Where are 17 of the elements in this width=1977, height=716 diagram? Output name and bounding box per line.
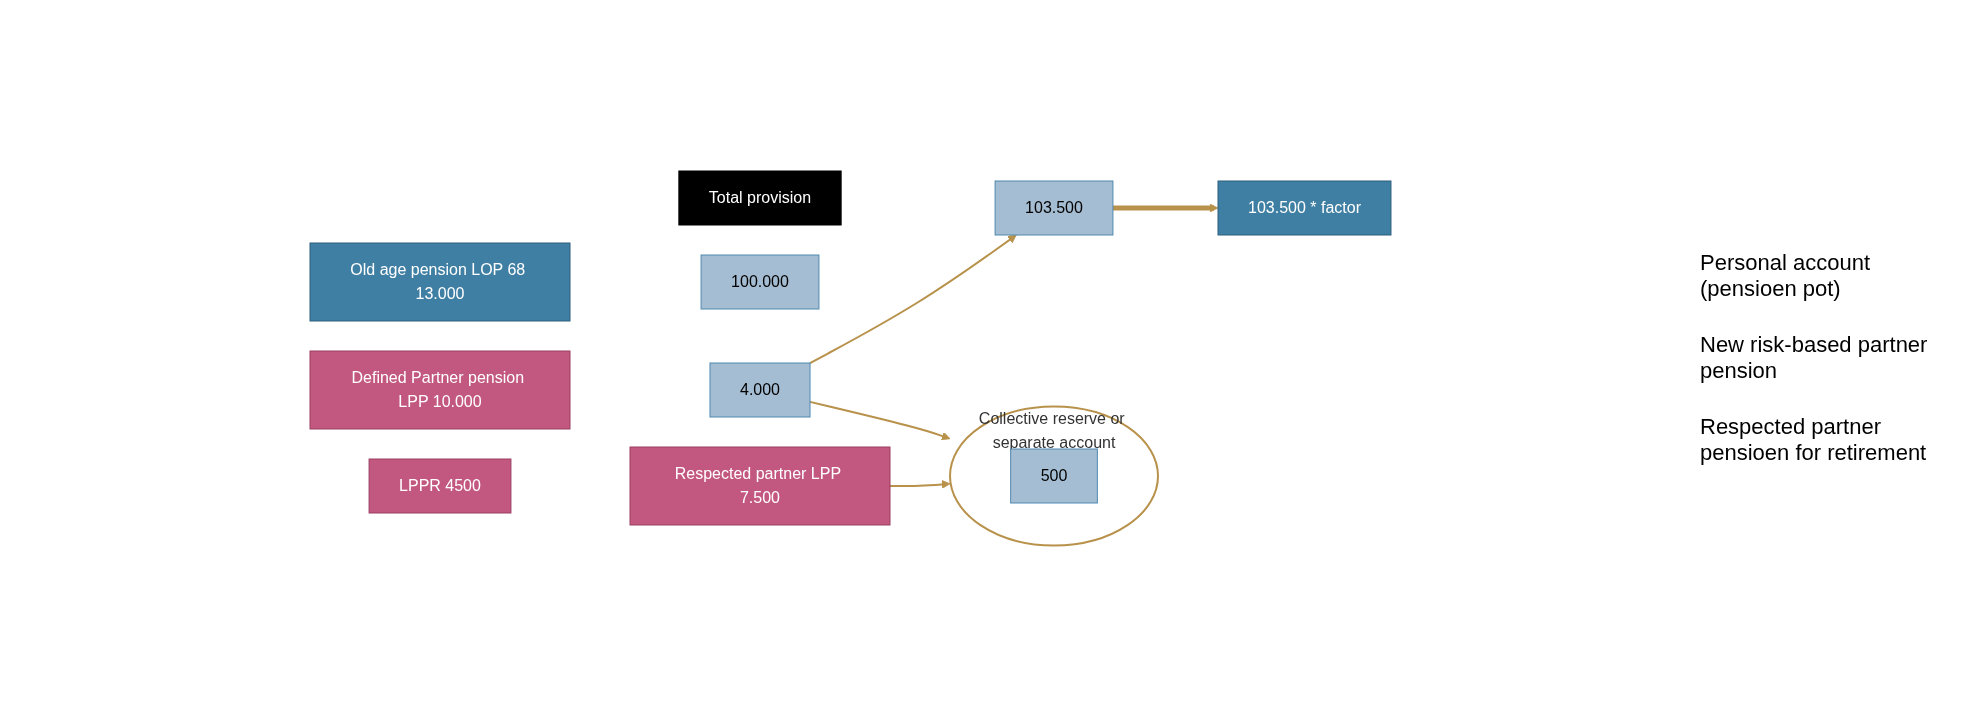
node-box: LPPR 4500: [368, 458, 511, 514]
note-text: Personal account (pensioen pot): [1700, 250, 1871, 302]
arrow: [808, 234, 1017, 364]
arrow: [1112, 203, 1218, 213]
node-box: 4.000: [709, 362, 811, 418]
node-box: Respected partner LPP 7.500: [629, 446, 890, 526]
node-box: 103.500 * factor: [1217, 180, 1391, 236]
node-box: Old age pension LOP 68 13.000: [309, 242, 570, 322]
node-box: 100.000: [700, 254, 819, 310]
arrow: [808, 400, 950, 440]
node-box: 500: [1009, 448, 1098, 504]
node-box: Defined Partner pension LPP 10.000: [309, 350, 570, 430]
note-text: New risk-based partner pension: [1700, 332, 1929, 384]
node-box: Total provision: [677, 170, 842, 226]
arrow: [888, 479, 950, 489]
node-box: 103.500: [994, 180, 1113, 236]
note-text: Respected partner pensioen for retirement: [1700, 414, 1928, 466]
